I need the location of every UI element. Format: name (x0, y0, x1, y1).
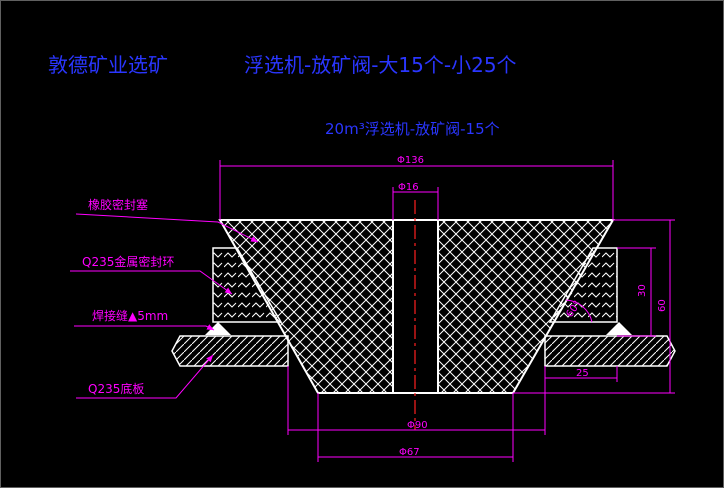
dim-bottom-diameter: Φ67 (399, 447, 420, 458)
company-title: 敦德矿业选矿 (48, 53, 168, 77)
dim-angle-arc (565, 299, 593, 323)
callout-metal-ring: Q235金属密封环 (82, 254, 174, 269)
dim-ring-width: 25 (576, 368, 589, 379)
sub-title: 20m³浮选机-放矿阀-15个 (325, 120, 500, 138)
weld-left (205, 322, 231, 335)
callout-leader (74, 324, 215, 331)
dim-ring-height: 30 (637, 284, 648, 297)
dim-top-diameter: Φ136 (397, 155, 424, 166)
base-plate-left (171, 335, 289, 367)
dim-hole-diameter: Φ16 (398, 182, 419, 193)
weld-right (606, 322, 632, 335)
callout-leader (75, 213, 259, 243)
main-title: 浮选机-放矿阀-大15个-小25个 (244, 53, 517, 77)
callout-leader (70, 270, 233, 295)
callout-rubber-plug: 橡胶密封塞 (88, 197, 148, 212)
dim-outer-diameter: Φ90 (407, 420, 428, 431)
base-plate-right (544, 335, 676, 367)
dim-total-height: 60 (657, 299, 668, 312)
callout-leader (76, 354, 214, 399)
callout-weld: 焊接缝▲5mm (92, 308, 168, 323)
callout-base-plate: Q235底板 (88, 381, 144, 396)
